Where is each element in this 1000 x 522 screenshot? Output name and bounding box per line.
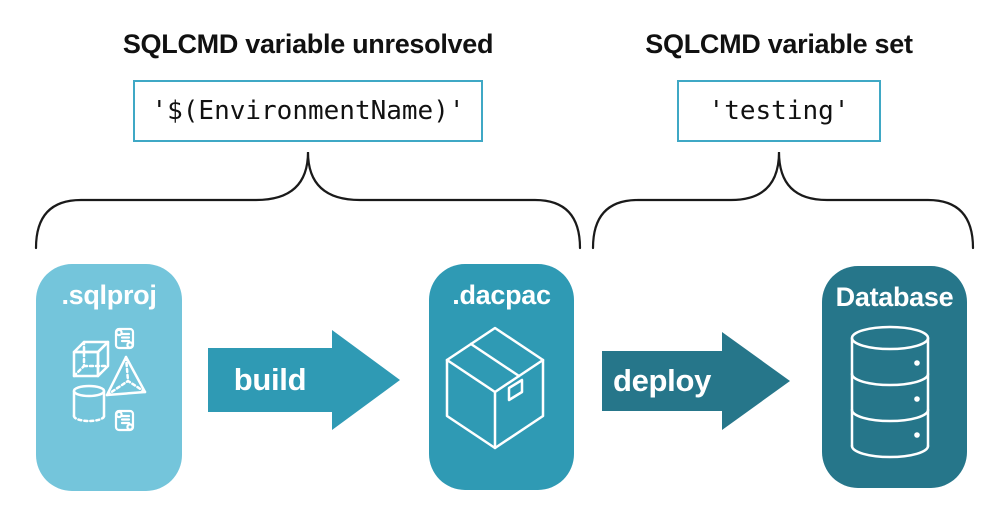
code-box-environment-name: '$(EnvironmentName)' [133,80,483,142]
stage-label-database: Database [835,282,954,312]
code-value-unresolved: '$(EnvironmentName)' [151,96,465,126]
stage-label-sqlproj: .sqlproj [61,280,157,310]
heading-sqlcmd-variable-unresolved: SQLCMD variable unresolved [122,29,494,59]
code-box-testing: 'testing' [677,80,881,142]
right-block-arrow-icon [602,332,790,430]
sql-objects-collection-icon [72,327,147,432]
deploy-arrow-label: deploy [612,363,712,398]
build-arrow-label: build [233,362,307,397]
cube-icon [72,340,110,378]
grouping-braces [34,151,975,250]
script-scroll-icon [114,409,135,432]
stage-dacpac: .dacpac [429,264,574,490]
code-value-set: 'testing' [708,96,850,126]
pyramid-icon [105,355,147,397]
stage-sqlproj: .sqlproj [36,264,182,491]
deploy-arrow: deploy [602,332,790,430]
build-arrow: build [208,330,400,430]
heading-sqlcmd-variable-set: SQLCMD variable set [645,29,913,59]
database-cylinder-icon [850,325,930,459]
package-box-icon [445,326,545,450]
stage-database: Database [822,266,967,488]
right-block-arrow-icon [208,330,400,430]
stage-label-dacpac: .dacpac [452,280,551,310]
brace-left [34,151,582,250]
brace-right [591,151,975,250]
script-scroll-icon [114,327,135,350]
cylinder-icon [72,384,106,423]
